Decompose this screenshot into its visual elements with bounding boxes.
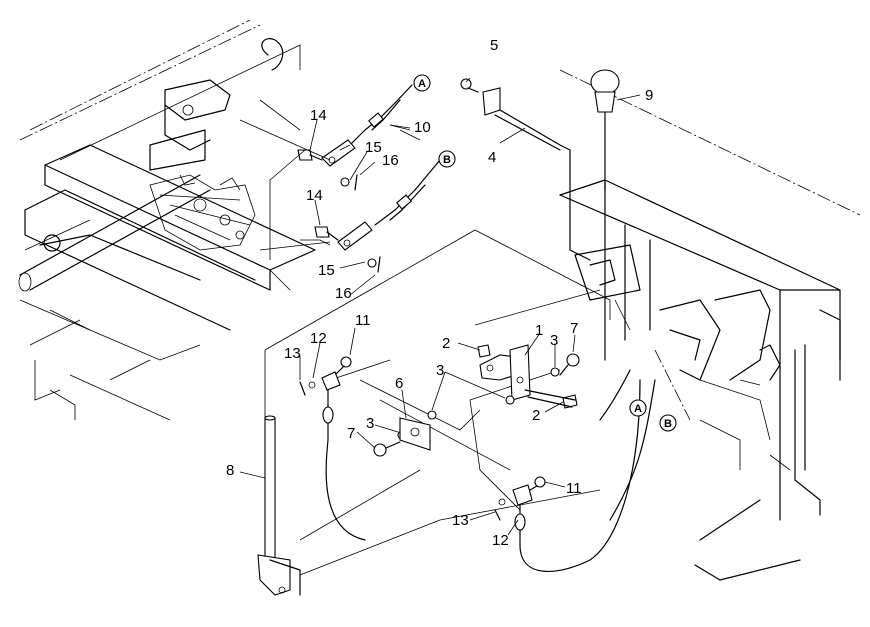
callout-6: 6 [395,375,403,392]
bolt-7-lower [373,441,401,457]
callout-1: 1 [535,322,543,339]
callout-2: 2 [532,407,540,424]
svg-text:A: A [418,78,426,90]
bracket-1 [479,344,531,401]
callout-16: 16 [382,152,399,169]
callout-11: 11 [355,312,371,329]
callout-13: 13 [452,512,469,529]
connector-a-bottom: A [629,399,647,417]
connector-b-bottom: B [659,414,677,432]
callout-12: 12 [492,532,509,549]
connector-a-top: A [413,74,431,92]
left-mechanism [149,174,256,251]
callout-2: 2 [442,335,450,352]
callout-11: 11 [566,480,582,497]
bolt-7-upper [559,353,580,376]
bush-2-upper [477,344,491,358]
callout-labels: 1 2 2 3 3 3 4 5 6 7 7 8 9 10 11 11 12 12… [226,37,653,549]
callout-14: 14 [310,107,327,124]
right-frame [559,69,861,581]
connector-b-top: B [438,150,456,168]
callout-15: 15 [318,262,335,279]
callout-15: 15 [365,139,382,156]
svg-text:A: A [634,403,642,415]
left-frame [18,19,316,421]
callout-16: 16 [335,285,352,302]
callout-3: 3 [436,362,444,379]
bolt-5 [460,78,479,93]
cable-assembly [239,84,441,291]
callout-14: 14 [306,187,323,204]
leader-lines [239,77,641,536]
callout-7: 7 [570,320,578,337]
callout-12: 12 [310,330,327,347]
callout-5: 5 [490,37,498,54]
svg-text:B: B [443,154,451,166]
plate-6 [399,417,431,451]
callout-7: 7 [347,425,355,442]
callout-8: 8 [226,462,234,479]
callout-4: 4 [488,149,496,166]
callout-3: 3 [550,332,558,349]
lower-rod-end [494,476,546,546]
shaft-8 [257,415,301,596]
lower-linkage [257,229,656,596]
svg-text:B: B [664,418,672,430]
pin-14-lower [314,226,339,241]
callout-13: 13 [284,345,301,362]
lever-knob [590,69,620,195]
shift-lever-assembly [460,69,620,261]
upper-rod-end [299,356,352,441]
callout-10: 10 [414,119,431,136]
callout-9: 9 [645,87,653,104]
callout-3: 3 [366,415,374,432]
